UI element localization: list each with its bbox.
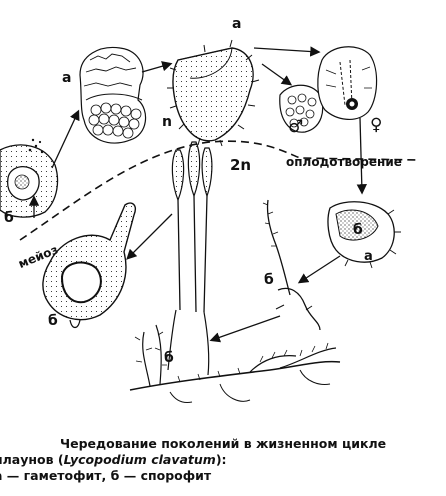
label-n: n (162, 114, 172, 130)
label-a-embryo: а (364, 249, 373, 264)
caption-line-3: а — гаметофит, б — спорофит (0, 468, 212, 483)
label-b-plant: б (164, 350, 174, 366)
fertilization-label: оплодотворение (286, 155, 402, 169)
cycle-arrows (28, 46, 367, 343)
label-b-strobilus: б (48, 313, 58, 329)
gametophyte-prothallus-drawing (79, 46, 147, 144)
strobilus-section-drawing (42, 202, 136, 329)
caption-line-2: плаунов (Lycopodium clavatum): (0, 452, 227, 468)
sporophyte-plant-drawing (129, 324, 341, 403)
gametophyte-with-embryo-drawing (327, 201, 401, 269)
male-symbol: ♂ (288, 117, 303, 137)
sporangium-section-drawing (0, 138, 59, 218)
label-b-embryo: б (353, 222, 363, 238)
gametophyte-spiky-drawing (167, 39, 260, 147)
label-a-spiky: а (232, 16, 241, 32)
female-symbol: ♀ (370, 115, 382, 135)
antheridium-drawing (279, 84, 324, 133)
label-2n: 2n (230, 156, 251, 174)
sporophyte-strobili-drawing (167, 141, 213, 376)
label-b-sporangium: б (4, 210, 14, 226)
label-a-prothallus: а (62, 70, 71, 86)
label-b-young-sporophyte: б (264, 272, 274, 288)
caption-line-2-prefix: плаунов ( (0, 452, 64, 467)
caption-line-2-suffix: ): (215, 452, 227, 467)
archegonium-drawing (317, 46, 378, 120)
young-sporophyte-drawing (262, 199, 321, 331)
caption-line-1: Чередование поколений в жизненном цикле (60, 436, 387, 451)
caption-species-name: Lycopodium clavatum (63, 452, 216, 467)
